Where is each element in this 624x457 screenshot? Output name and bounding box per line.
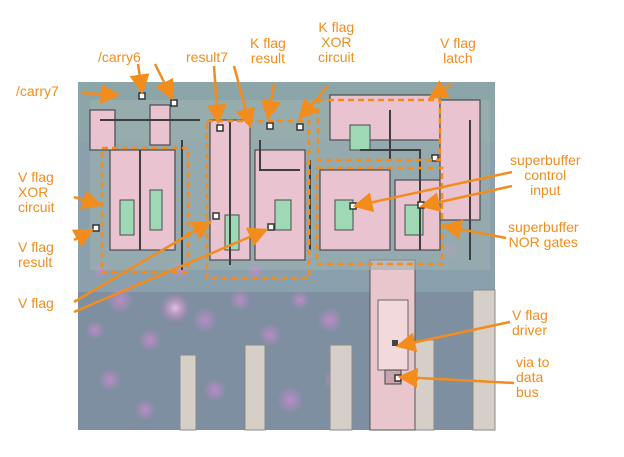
label-v-flag-result: V flag result	[18, 239, 54, 270]
label-v-flag: V flag	[18, 295, 54, 311]
label-superbuffer-control: superbuffer control input	[510, 152, 581, 198]
label-v-flag-driver: V flag driver	[512, 307, 548, 338]
label-v-flag-xor: V flag XOR circuit	[18, 169, 55, 215]
driver-region	[369, 259, 416, 431]
label-carry7: /carry7	[16, 83, 59, 99]
label-result7: result7	[186, 49, 229, 65]
label-carry6: /carry6	[98, 49, 141, 65]
label-via-data-bus: via to data bus	[516, 354, 550, 400]
label-k-flag-xor: K flag XOR circuit	[318, 19, 355, 65]
label-v-flag-latch: V flag latch	[440, 35, 476, 66]
label-k-flag-result: K flag result	[250, 35, 286, 66]
superbuffer-box	[315, 166, 444, 266]
label-superbuffer-nor: superbuffer NOR gates	[508, 219, 579, 250]
logic-region	[89, 92, 490, 382]
v-flag-latch-box	[316, 98, 442, 162]
